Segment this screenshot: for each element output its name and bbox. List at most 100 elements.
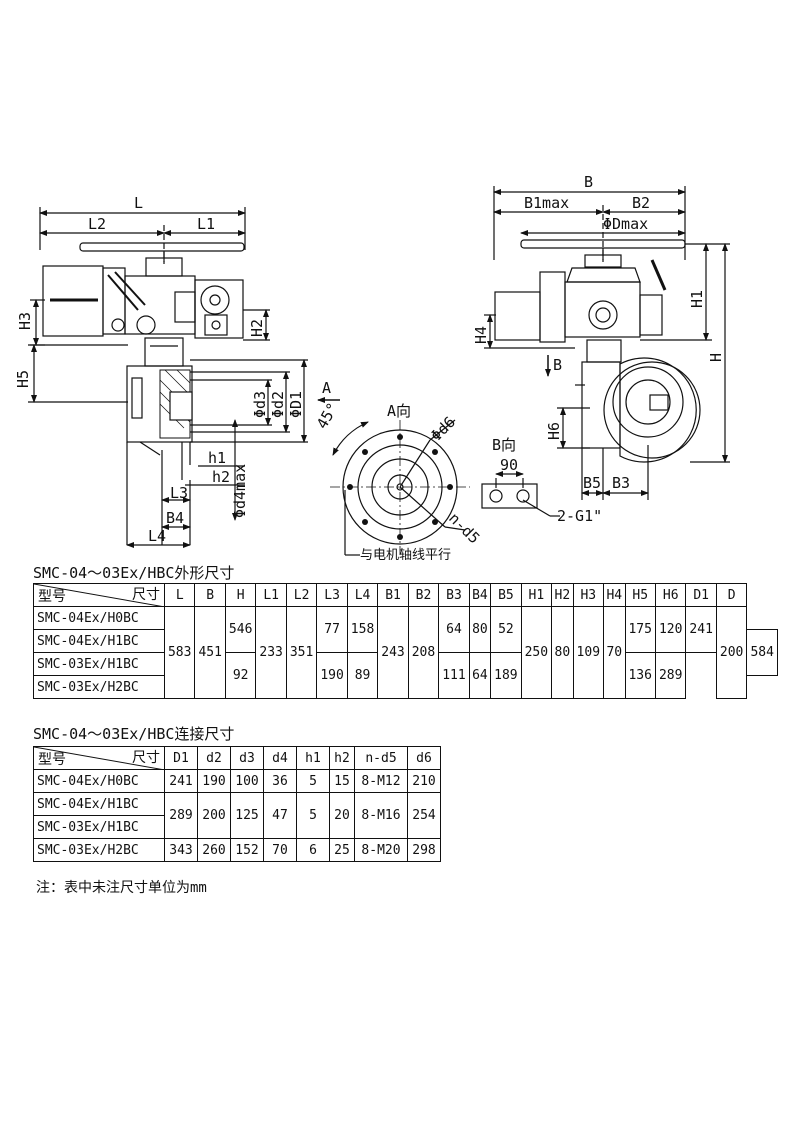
header-B5: B5	[490, 583, 522, 607]
cell-B4: 80	[468, 606, 492, 653]
table-row: 尺寸 型号 L B H L1 L2 L3 L4 B1 B2 B3 B4 B5 H…	[33, 583, 778, 607]
table-row: 尺寸 型号 D1 d2 d3 d4 h1 h2 n-d5 d6	[33, 746, 441, 770]
corner-label-dimension: 尺寸	[132, 587, 160, 603]
cell-H6: 136	[624, 652, 656, 699]
model-cell: SMC-03Ex/H1BC	[33, 652, 165, 676]
dim-label-Dmax: ΦDmax	[603, 215, 648, 233]
corner-label-dimension: 尺寸	[132, 750, 160, 766]
cell-D1: 289	[164, 792, 198, 839]
cell-L4: 158	[346, 606, 379, 653]
cell-H6: 120	[654, 606, 687, 653]
cell-H1: 250	[520, 606, 553, 699]
dim-label-L: L	[134, 194, 143, 212]
flange-note: 与电机轴线平行	[360, 548, 451, 560]
corner-label-model: 型号	[38, 589, 66, 605]
dim-label-A: A	[322, 379, 331, 397]
table-row: SMC-03Ex/H2BC	[33, 675, 778, 699]
table1-caption: SMC-04～03Ex/HBC外形尺寸	[33, 564, 235, 582]
dim-label-D1: ΦD1	[287, 391, 305, 418]
dim-label-45deg: 45°	[313, 400, 342, 432]
table-row: SMC-04Ex/H1BC 289 200 125 47 5 20 8-M16 …	[33, 792, 441, 839]
cell-n-d5: 8-M20	[354, 838, 408, 862]
cell-B2: 208	[407, 606, 440, 699]
port-view	[481, 471, 560, 517]
dim-label-H4: H4	[472, 326, 490, 344]
dim-label-B5: B5	[583, 474, 601, 492]
header-H: H	[224, 583, 257, 607]
right-view	[484, 186, 730, 500]
dim-label-L4: L4	[148, 527, 166, 545]
flange-view	[330, 419, 470, 556]
cell-h2: 15	[329, 769, 355, 793]
cell-B5: 64	[468, 652, 492, 699]
dim-label-B1max: B1max	[524, 194, 569, 212]
cell-D: 200	[715, 606, 748, 699]
connection-dimensions-table: 尺寸 型号 D1 d2 d3 d4 h1 h2 n-d5 d6 SMC-04Ex…	[33, 746, 441, 862]
dim-label-h1: h1	[208, 449, 226, 467]
technical-drawing: L L2 L1 H3 H2 H5 A Φd3 Φd2 ΦD1 h1 h2 Φd4…	[14, 173, 730, 560]
cell-h1: 5	[296, 769, 330, 793]
dim-label-90: 90	[500, 456, 518, 474]
corner-label-model: 型号	[38, 752, 66, 768]
dim-label-2-g1: 2-G1"	[557, 507, 602, 525]
cell-H: 584	[746, 629, 778, 676]
cell-h2: 20	[329, 792, 355, 839]
cell-B1: 243	[377, 606, 409, 699]
cell-d4: 47	[263, 792, 297, 839]
cell-L2: 351	[285, 606, 318, 699]
table2-caption: SMC-04～03Ex/HBC连接尺寸	[33, 725, 235, 743]
header-L1: L1	[255, 583, 287, 607]
dim-label-B: B	[584, 173, 593, 191]
dim-label-H3: H3	[16, 312, 34, 330]
header-D: D	[715, 583, 748, 607]
header-H6: H6	[654, 583, 687, 607]
dim-label-H1: H1	[688, 290, 706, 308]
header-h2: h2	[329, 746, 355, 770]
header-B2: B2	[407, 583, 440, 607]
cell-L3: 92	[224, 652, 257, 699]
cell-n-d5: 8-M16	[354, 792, 408, 839]
cell-B4: 111	[438, 652, 470, 699]
dim-label-d4max: Φd4max	[231, 464, 249, 518]
dim-label-d2: Φd2	[269, 391, 287, 418]
dim-label-h2: h2	[212, 468, 230, 486]
cell-D1: 343	[164, 838, 198, 862]
cell-d3: 152	[230, 838, 264, 862]
header-H4: H4	[603, 583, 626, 607]
cell-d3: 125	[230, 792, 264, 839]
dim-label-H2: H2	[248, 319, 266, 337]
model-cell: SMC-04Ex/H1BC	[33, 792, 165, 816]
cell-D1: 241	[685, 606, 717, 653]
table-corner-cell: 尺寸 型号	[33, 583, 165, 607]
cell-h1: 5	[296, 792, 330, 839]
dim-label-H6: H6	[545, 422, 563, 440]
cell-d2: 260	[197, 838, 231, 862]
cell-d4: 70	[263, 838, 297, 862]
header-B3: B3	[438, 583, 470, 607]
header-d6: d6	[407, 746, 441, 770]
header-B1: B1	[377, 583, 409, 607]
model-cell: SMC-04Ex/H1BC	[33, 629, 165, 653]
cell-L1: 233	[255, 606, 287, 699]
dim-label-B2: B2	[632, 194, 650, 212]
cell-B3: 89	[346, 652, 379, 699]
cell-L3: 77	[316, 606, 348, 653]
model-cell: SMC-03Ex/H2BC	[33, 838, 165, 862]
table-row: SMC-04Ex/H0BC 241 190 100 36 5 15 8-M12 …	[33, 769, 441, 793]
header-d2: d2	[197, 746, 231, 770]
cell-H5: 189	[490, 652, 522, 699]
cell-H5: 175	[624, 606, 656, 653]
header-L4: L4	[346, 583, 379, 607]
header-d4: d4	[263, 746, 297, 770]
dim-label-L1: L1	[197, 215, 215, 233]
outline-dimensions-table: 尺寸 型号 L B H L1 L2 L3 L4 B1 B2 B3 B4 B5 H…	[33, 583, 778, 699]
header-h1: h1	[296, 746, 330, 770]
table-corner-cell: 尺寸 型号	[33, 746, 165, 770]
header-B: B	[194, 583, 226, 607]
flange-view-title: A向	[387, 402, 411, 420]
cell-d4: 36	[263, 769, 297, 793]
cell-d2: 190	[197, 769, 231, 793]
table-row: SMC-04Ex/H1BC 584	[33, 629, 778, 676]
cell-H3: 109	[572, 606, 605, 699]
table-row: SMC-03Ex/H2BC 343 260 152 70 6 25 8-M20 …	[33, 838, 441, 862]
